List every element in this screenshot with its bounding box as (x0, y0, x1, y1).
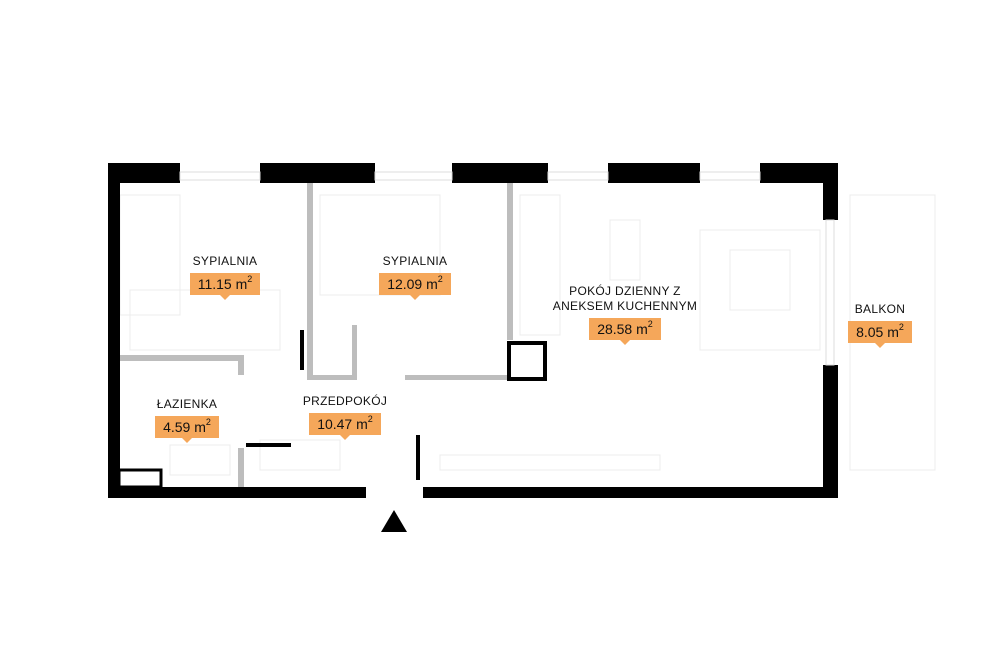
area-badge: 12.09 m2 (379, 273, 451, 300)
interior-partitions (118, 183, 513, 488)
room-name: ŁAZIENKA (156, 397, 218, 411)
ventilation-shaft (507, 341, 547, 381)
room-living: POKÓJ DZIENNY Z ANEKSEM KUCHENNYM 28.58 … (540, 284, 710, 345)
room-bedroom-2: SYPIALNIA 12.09 m2 (355, 254, 475, 300)
room-name: SYPIALNIA (382, 254, 448, 268)
area-badge: 11.15 m2 (189, 273, 261, 300)
exterior-walls (108, 163, 838, 498)
triangle-up-icon (381, 510, 407, 532)
room-name: SYPIALNIA (192, 254, 258, 268)
area-badge: 10.47 m2 (309, 413, 381, 440)
room-name: POKÓJ DZIENNY Z ANEKSEM KUCHENNYM (552, 284, 698, 313)
windows (179, 171, 835, 366)
area-badge: 28.58 m2 (589, 318, 661, 345)
furniture-outlines (119, 194, 936, 476)
room-hallway: PRZEDPOKÓJ 10.47 m2 (285, 394, 405, 440)
room-bedroom-1: SYPIALNIA 11.15 m2 (165, 254, 285, 300)
area-badge: 4.59 m2 (155, 416, 219, 443)
room-name: PRZEDPOKÓJ (302, 394, 388, 408)
room-bathroom: ŁAZIENKA 4.59 m2 (127, 397, 247, 443)
area-badge: 8.05 m2 (848, 321, 912, 348)
room-balcony: BALKON 8.05 m2 (820, 302, 940, 348)
shower-tray (117, 468, 163, 489)
room-name: BALKON (854, 302, 906, 316)
